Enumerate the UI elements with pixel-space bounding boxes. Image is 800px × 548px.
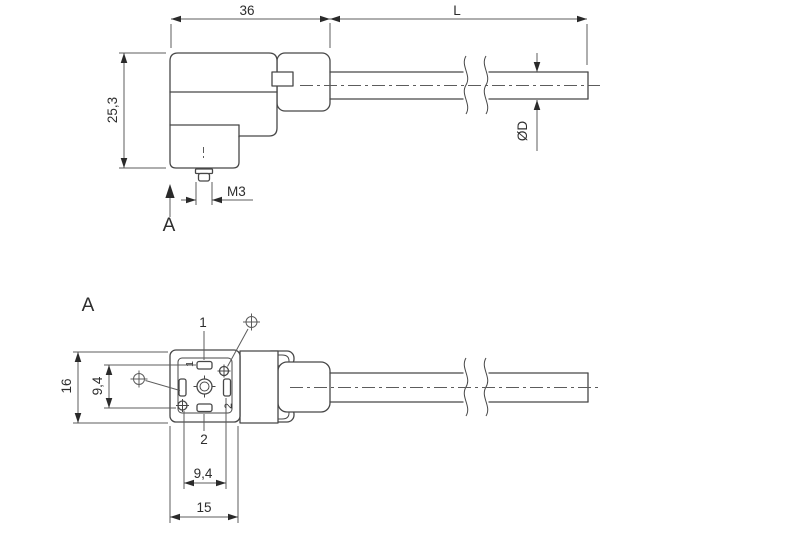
dim-contact-spacing-v-value: 9,4	[90, 376, 105, 395]
earth-ground-icon	[227, 313, 260, 367]
central-screw	[193, 375, 216, 398]
view-arrow-label: A	[163, 215, 176, 236]
pin2-callout: 2	[200, 414, 208, 447]
dim-height-value: 25,3	[105, 97, 120, 123]
pin1-face-marking: 1	[184, 361, 196, 367]
earth-ground-icon	[130, 370, 181, 391]
view-title: A	[82, 295, 95, 316]
dim-face-height-value: 16	[59, 378, 74, 393]
contact-slot-pin1	[196, 360, 213, 370]
cable-side	[300, 55, 600, 115]
pin1-label: 1	[199, 315, 207, 330]
latch-notch	[271, 71, 294, 87]
housing-screw-top-right	[217, 364, 231, 378]
dim-36-and-L: 36 L	[170, 3, 588, 65]
dim-15: 15	[169, 426, 239, 523]
m3-screw	[194, 147, 214, 182]
contact-face: 1 2	[169, 349, 241, 423]
view-direction-arrow: A	[163, 184, 176, 236]
side-view: 36 L 25,3 ØD M3	[105, 3, 600, 236]
break-line	[463, 55, 469, 115]
cable-front	[290, 357, 600, 417]
dim-length-value: L	[453, 3, 461, 18]
housing-front	[239, 350, 279, 424]
dim-9-4-horizontal: 9,4	[183, 398, 227, 489]
dim-diameter-value: ØD	[515, 121, 530, 142]
contact-slot-right	[222, 378, 232, 397]
dim-cable-diameter: ØD	[515, 53, 541, 151]
view-arrow-icon	[165, 184, 175, 198]
contact-slot-left	[178, 378, 187, 397]
housing-screw-bottom-left	[176, 399, 189, 412]
dim-thread-value: M3	[227, 184, 246, 199]
front-view-a: A	[59, 295, 600, 523]
pin2-label: 2	[200, 432, 208, 447]
dim-face-width-value: 15	[196, 500, 211, 515]
connector-body-outline	[169, 52, 278, 169]
dim-width-value: 36	[239, 3, 254, 18]
pin2-face-marking: 2	[223, 403, 235, 409]
face-inner	[177, 357, 233, 414]
dim-16: 16	[59, 351, 168, 424]
dim-25-3: 25,3	[105, 52, 166, 169]
dim-9-4-vertical: 9,4	[90, 364, 196, 409]
contact-slot-pin2	[196, 403, 213, 413]
dim-contact-spacing-h-value: 9,4	[194, 466, 213, 481]
dim-m3: M3	[181, 182, 253, 205]
pin1-callout: 1	[199, 315, 207, 360]
